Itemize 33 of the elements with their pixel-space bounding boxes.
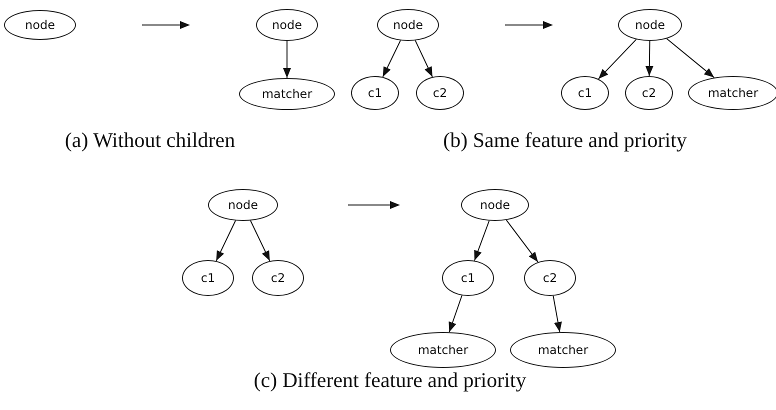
node-ellipse: c2 — [524, 260, 576, 296]
node-ellipse: c1 — [182, 260, 234, 296]
caption: (a) Without children — [64, 128, 236, 153]
node-ellipse: node — [4, 10, 76, 40]
node-ellipse: c1 — [351, 76, 399, 110]
arrow — [216, 220, 236, 262]
arrow — [506, 220, 538, 263]
node-ellipse: node — [461, 189, 529, 221]
node-ellipse: c1 — [442, 260, 494, 296]
node-ellipse: c2 — [625, 76, 673, 110]
arrow — [414, 40, 433, 78]
arrow — [552, 295, 562, 333]
node-ellipse: matcher — [239, 78, 335, 110]
arrow — [250, 220, 270, 262]
node-ellipse: matcher — [390, 332, 496, 368]
node-ellipse: matcher — [688, 76, 776, 110]
node-ellipse: c1 — [561, 76, 609, 110]
arrow — [598, 38, 637, 80]
node-ellipse: node — [618, 9, 682, 41]
node-ellipse: node — [208, 189, 278, 221]
node-ellipse: matcher — [510, 332, 616, 368]
node-ellipse: c2 — [252, 260, 304, 296]
arrow — [283, 40, 291, 78]
arrow — [666, 38, 715, 78]
caption: (c) Different feature and priority — [254, 368, 526, 393]
caption: (b) Same feature and priority — [443, 128, 687, 153]
arrow — [645, 40, 654, 76]
node-ellipse: c2 — [416, 76, 464, 110]
arrow — [474, 220, 490, 262]
node-ellipse: node — [256, 9, 318, 41]
arrow — [382, 40, 401, 78]
node-ellipse: node — [377, 9, 439, 41]
arrow — [448, 295, 462, 333]
